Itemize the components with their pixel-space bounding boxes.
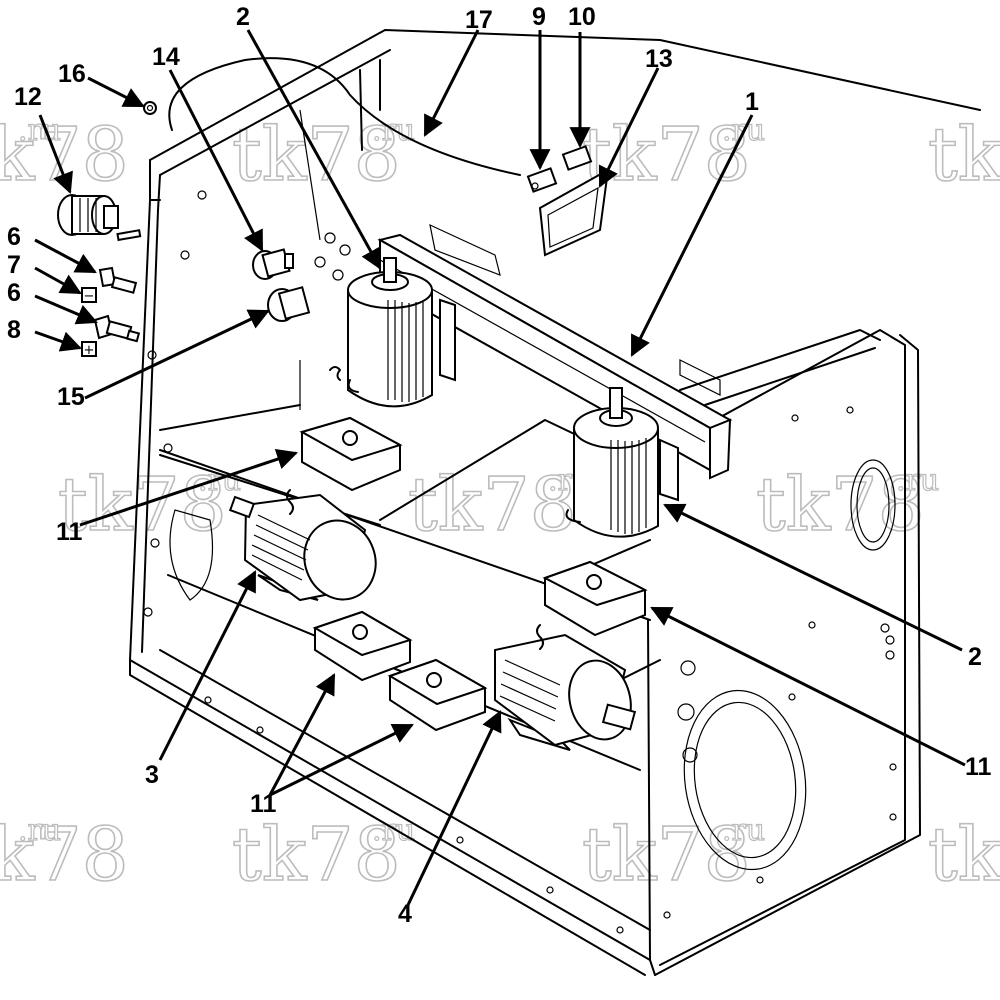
minus-symbol-box: −: [81, 287, 97, 304]
cable-gland: [252, 248, 294, 280]
switch-box: [542, 560, 648, 637]
leader-line: [663, 503, 963, 652]
callout-2: 2: [236, 3, 250, 31]
watermark: tk78 .ru: [407, 461, 592, 549]
leader-line: [34, 294, 98, 325]
watermark: tk78 .ru: [0, 111, 130, 199]
svg-text:.ru: .ru: [372, 113, 415, 148]
callout-16: 16: [58, 60, 86, 88]
callout-1: 1: [745, 88, 759, 116]
nut: [143, 101, 157, 115]
leader-line: [79, 449, 298, 527]
callout-3: 3: [145, 761, 159, 789]
switch-box: [299, 416, 403, 492]
horizontal-motor-right: [494, 624, 637, 751]
vertical-motor-right: [565, 387, 679, 538]
svg-text:tk78: tk78: [0, 112, 129, 198]
callout-10: 10: [568, 3, 596, 31]
leader-line: [84, 309, 270, 400]
callout-7: 7: [7, 251, 21, 279]
leader-line: [269, 723, 414, 797]
watermark: tk78 .ru: [755, 461, 940, 549]
switch-box: [312, 610, 413, 682]
svg-text:tk78: tk78: [928, 112, 1000, 198]
leader-line: [246, 29, 382, 270]
callout-17: 17: [465, 6, 493, 34]
svg-text:tk78: tk78: [0, 812, 129, 898]
svg-text:+: +: [84, 343, 95, 358]
leader-line: [423, 29, 480, 137]
callout-11: 11: [56, 518, 83, 546]
cable: [168, 57, 521, 176]
leader-line: [158, 570, 257, 761]
micro-switch: [526, 167, 558, 193]
callout-11: 11: [250, 790, 277, 818]
plus-symbol-box: +: [81, 341, 97, 358]
svg-text:.ru: .ru: [18, 813, 61, 848]
leader-lines: [34, 29, 966, 906]
leader-line: [406, 710, 502, 906]
leader-line: [268, 673, 336, 796]
leader-line: [630, 114, 754, 357]
svg-text:tk78: tk78: [582, 812, 751, 898]
watermark: tk78 .ru: [581, 811, 766, 899]
connector: [57, 194, 142, 242]
watermark: tk78 .ru: [581, 111, 766, 199]
callout-6: 6: [7, 279, 21, 307]
watermark: tk78 .ru: [57, 461, 242, 549]
callout-12: 12: [14, 83, 42, 111]
cable-gland: [267, 286, 311, 322]
callout-4: 4: [398, 900, 412, 928]
callout-labels: 1 2 2 3 4 6 6 7 8 9 10 11 11 11 12 13 14…: [7, 3, 992, 928]
watermark: tk78: [927, 111, 1000, 199]
leader-line: [34, 238, 97, 274]
vertical-motor-left: [329, 257, 456, 408]
micro-switch: [561, 145, 593, 171]
svg-text:.ru: .ru: [722, 813, 765, 848]
callout-6: 6: [7, 223, 21, 251]
leader-line: [87, 76, 145, 108]
leader-line: [650, 606, 966, 767]
svg-text:.ru: .ru: [372, 813, 415, 848]
terminal-bolt: [98, 266, 138, 294]
callout-11: 11: [965, 753, 992, 781]
svg-text:tk78: tk78: [232, 812, 401, 898]
watermark-layer: tk78 .ru tk78 .ru tk78 .ru tk78 tk78 .ru…: [0, 111, 1000, 899]
cover-plate: [538, 168, 610, 257]
terminal-bolt: [93, 314, 141, 343]
leader-line: [168, 69, 264, 252]
callout-13: 13: [645, 45, 673, 73]
leader-line: [38, 114, 73, 194]
horizontal-motor-left: [228, 489, 377, 602]
svg-text:−: −: [84, 289, 95, 304]
leader-line: [34, 266, 82, 295]
svg-text:tk78: tk78: [756, 462, 925, 548]
callout-15: 15: [57, 383, 85, 411]
watermark: tk78 .ru: [0, 811, 130, 899]
watermark: tk78 .ru: [231, 811, 416, 899]
leader-line: [34, 330, 82, 352]
switch-box: [387, 658, 488, 732]
callout-9: 9: [532, 3, 546, 31]
svg-text:.ru: .ru: [722, 113, 765, 148]
watermark: tk78: [927, 811, 1000, 899]
callout-14: 14: [152, 43, 180, 71]
svg-text:tk78: tk78: [408, 462, 577, 548]
callout-2: 2: [968, 643, 982, 671]
svg-text:tk78: tk78: [928, 812, 1000, 898]
callout-8: 8: [7, 316, 21, 344]
watermark: tk78 .ru: [231, 111, 416, 199]
leader-line: [598, 67, 660, 188]
svg-text:.ru: .ru: [18, 113, 61, 148]
